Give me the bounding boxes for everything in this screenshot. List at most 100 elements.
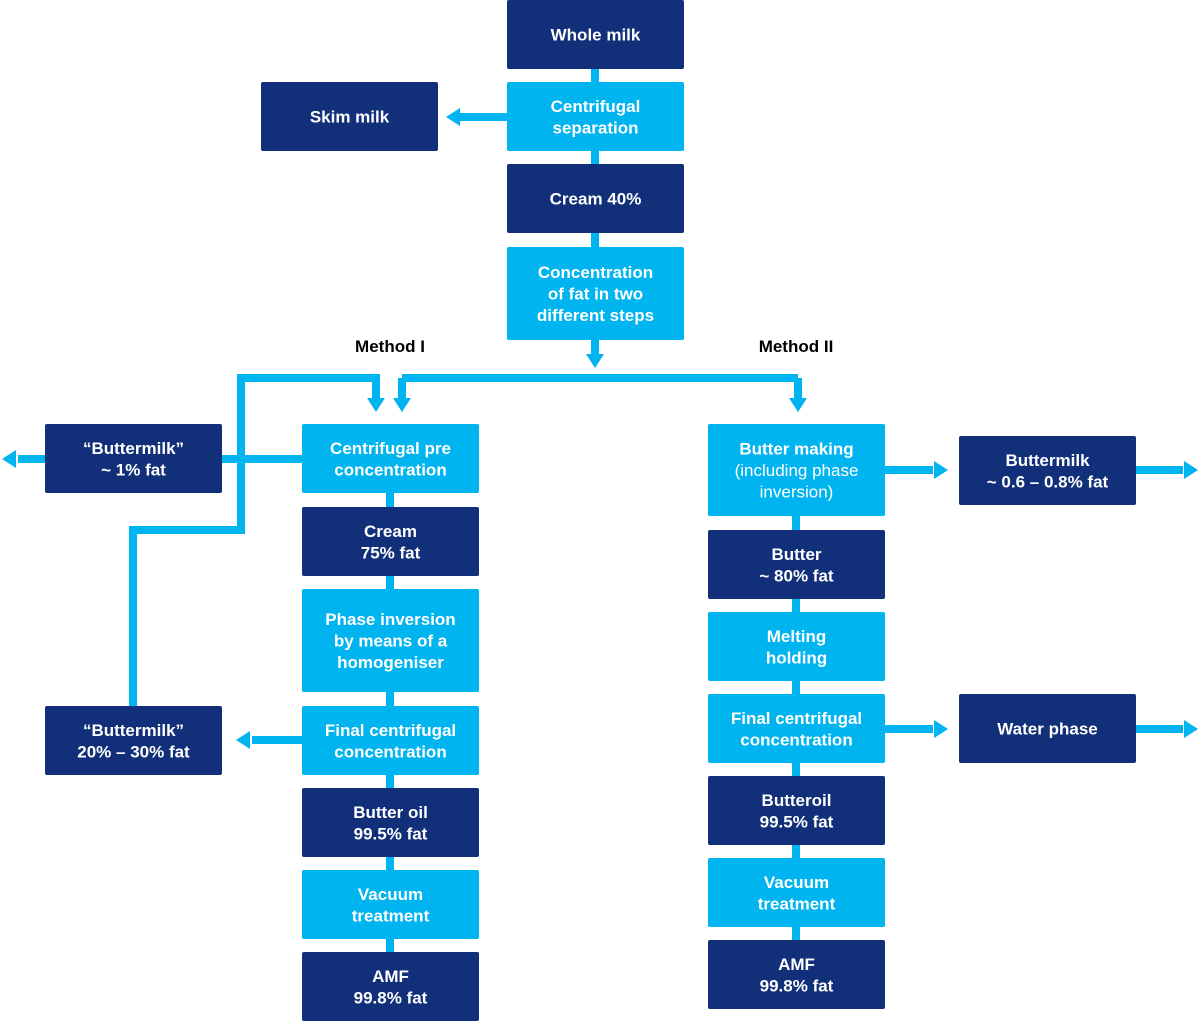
node-label-line: Melting: [767, 627, 827, 646]
node-label-line: 99.5% fat: [760, 812, 834, 831]
node-m2-butter-making: Butter making (including phase inversion): [708, 424, 885, 516]
node-m1-phase-inversion: Phase inversion by means of a homogeniser: [302, 589, 479, 692]
node-m2-melting: Melting holding: [708, 612, 885, 681]
node-label-line: Centrifugal: [551, 97, 641, 116]
node-box: [302, 870, 479, 939]
node-label-line: Phase inversion: [325, 610, 455, 629]
node-label-line: Butteroil: [762, 791, 832, 810]
node-label-line: AMF: [778, 955, 815, 974]
node-label-line: Buttermilk: [1005, 451, 1090, 470]
node-box: [45, 424, 222, 493]
node-m1-centrifugal-pre: Centrifugal pre concentration: [302, 424, 479, 493]
node-box: [507, 0, 684, 69]
node-m2-vacuum: Vacuum treatment: [708, 858, 885, 927]
node-label-line: 99.8% fat: [760, 976, 834, 995]
node-label-line: Butter making: [739, 440, 853, 459]
node-m2-amf: AMF 99.8% fat: [708, 940, 885, 1009]
arrow-concentration-down: [586, 354, 604, 368]
node-label-line: (including phase: [735, 461, 859, 480]
node-m1-cream-75: Cream 75% fat: [302, 507, 479, 576]
node-label-line: Butter oil: [353, 803, 428, 822]
node-label-line: inversion): [760, 483, 834, 502]
node-centrifugal-separation: Centrifugal separation: [507, 82, 684, 151]
node-label-line: 99.5% fat: [354, 824, 428, 843]
node-whole-milk: Whole milk: [507, 0, 684, 69]
node-box: [302, 706, 479, 775]
node-box: [708, 612, 885, 681]
node-box: [302, 788, 479, 857]
node-label-line: Final centrifugal: [731, 709, 862, 728]
node-m2-butter: Butter~ 80% fat: [708, 530, 885, 599]
node-cream-40: Cream 40%: [507, 164, 684, 233]
node-box: [302, 507, 479, 576]
node-label-line: homogeniser: [337, 653, 444, 672]
node-box: [708, 858, 885, 927]
arrow-m2-water-out: [1184, 720, 1198, 738]
node-box: [302, 589, 479, 692]
node-box: [302, 952, 479, 1021]
node-skim-milk: Skim milk: [261, 82, 438, 151]
node-label-line: concentration: [334, 460, 446, 479]
arrow-to-method-1: [393, 398, 411, 412]
node-m2-water-phase: Water phase: [959, 694, 1136, 763]
connectors: [18, 69, 1183, 952]
node-box: [708, 776, 885, 845]
arrow-to-m1-buttermilk-2030: [236, 731, 250, 749]
node-m1-buttermilk-2030: “Buttermilk” 20% – 30% fat: [45, 706, 222, 775]
arrow-to-method-2: [789, 398, 807, 412]
method-2-label: Method II: [759, 337, 834, 356]
node-box: [708, 530, 885, 599]
node-box: [45, 706, 222, 775]
node-m2-final-centrifugal: Final centrifugal concentration: [708, 694, 885, 763]
node-label-line: Vacuum: [764, 873, 829, 892]
node-label-line: different steps: [537, 306, 654, 325]
node-label-line: ~ 1% fat: [101, 460, 166, 479]
node-m1-buttermilk-1: “Buttermilk” ~ 1% fat: [45, 424, 222, 493]
node-box: [261, 82, 438, 151]
node-box: [507, 82, 684, 151]
arrow-recycle-into-method-1: [367, 398, 385, 412]
node-label-line: treatment: [758, 894, 836, 913]
node-label-line: “Buttermilk”: [83, 721, 184, 740]
node-label-line: Cream 40%: [550, 190, 642, 209]
arrowheads: [2, 108, 1198, 749]
node-label-line: holding: [766, 648, 827, 667]
method-1-label: Method I: [355, 337, 425, 356]
arrow-m1-buttermilk-1-out: [2, 450, 16, 468]
node-label-line: AMF: [372, 967, 409, 986]
node-label-line: Centrifugal pre: [330, 439, 451, 458]
node-label-line: Whole milk: [551, 26, 641, 45]
node-label-line: treatment: [352, 906, 430, 925]
arrow-m2-buttermilk-out: [1184, 461, 1198, 479]
node-label-line: of fat in two: [548, 285, 643, 304]
node-label-line: concentration: [740, 730, 852, 749]
node-box: [302, 424, 479, 493]
node-label-line: ~ 0.6 – 0.8% fat: [987, 472, 1109, 491]
node-label-line: concentration: [334, 742, 446, 761]
node-box: [708, 940, 885, 1009]
arrow-to-m2-water-phase: [934, 720, 948, 738]
node-label-line: Skim milk: [310, 108, 390, 127]
arrow-to-skim-milk: [446, 108, 460, 126]
node-box: [708, 694, 885, 763]
connector-buttermilk-recycle-loop: [129, 374, 380, 706]
node-label-line: Water phase: [997, 720, 1097, 739]
node-label-line: Cream: [364, 522, 417, 541]
node-label-line: 20% – 30% fat: [77, 742, 190, 761]
node-label-line: “Buttermilk”: [83, 439, 184, 458]
node-label-line: 75% fat: [361, 543, 421, 562]
node-box: [507, 247, 684, 340]
node-label-line: by means of a: [334, 632, 448, 651]
node-m2-butteroil: Butteroil 99.5% fat: [708, 776, 885, 845]
node-label-line: 99.8% fat: [354, 988, 428, 1007]
node-label-line: separation: [553, 118, 639, 137]
node-m2-buttermilk: Buttermilk ~ 0.6 – 0.8% fat: [959, 436, 1136, 505]
node-m1-butter-oil: Butter oil 99.5% fat: [302, 788, 479, 857]
node-m1-amf: AMF 99.8% fat: [302, 952, 479, 1021]
node-label-line: ~ 80% fat: [759, 566, 834, 585]
node-box: [507, 164, 684, 233]
